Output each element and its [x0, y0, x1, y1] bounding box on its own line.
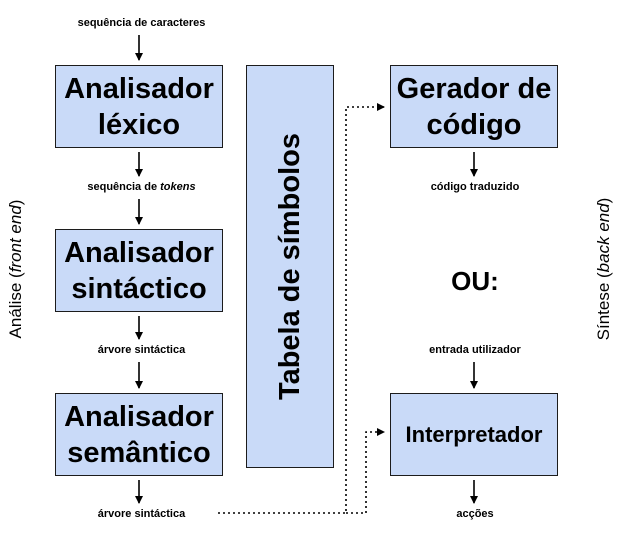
tokens-label-text: sequência de: [87, 181, 161, 193]
lexer-title: Analisador: [64, 72, 214, 105]
generator-subtitle: código: [426, 108, 522, 141]
tokens-label: sequência de tokens: [70, 181, 213, 193]
actions-label: acções: [456, 508, 494, 520]
interpreter-label: Interpretador: [405, 421, 543, 447]
input-label: sequência de caracteres: [77, 17, 206, 29]
parser-box: Analisador sintáctico: [55, 229, 223, 312]
or-label: OU:: [451, 266, 499, 296]
lexer-box: Analisador léxico: [55, 65, 223, 148]
output-tree-label: árvore sintáctica: [97, 508, 186, 520]
generator-box: Gerador de código: [390, 65, 558, 148]
symbol-table-box: Tabela de símbolos: [246, 65, 334, 468]
semantic-box: Analisador semântico: [55, 393, 223, 476]
code-label: código traduzido: [430, 181, 520, 193]
lexer-subtitle: léxico: [97, 108, 181, 141]
dotted-connector-to-interpreter: [346, 428, 385, 514]
parser-subtitle: sintáctico: [71, 272, 207, 305]
semantic-subtitle: semântico: [67, 436, 211, 469]
tree-label: árvore sintáctica: [97, 344, 186, 356]
tokens-label-em: tokens: [160, 181, 196, 193]
interpreter-box: Interpretador: [390, 393, 558, 476]
generator-title: Gerador de: [396, 72, 552, 105]
semantic-title: Analisador: [64, 400, 214, 433]
user-input-label: entrada utilizador: [429, 344, 521, 356]
parser-title: Analisador: [64, 236, 214, 269]
dotted-connector-to-generator: [218, 103, 385, 514]
